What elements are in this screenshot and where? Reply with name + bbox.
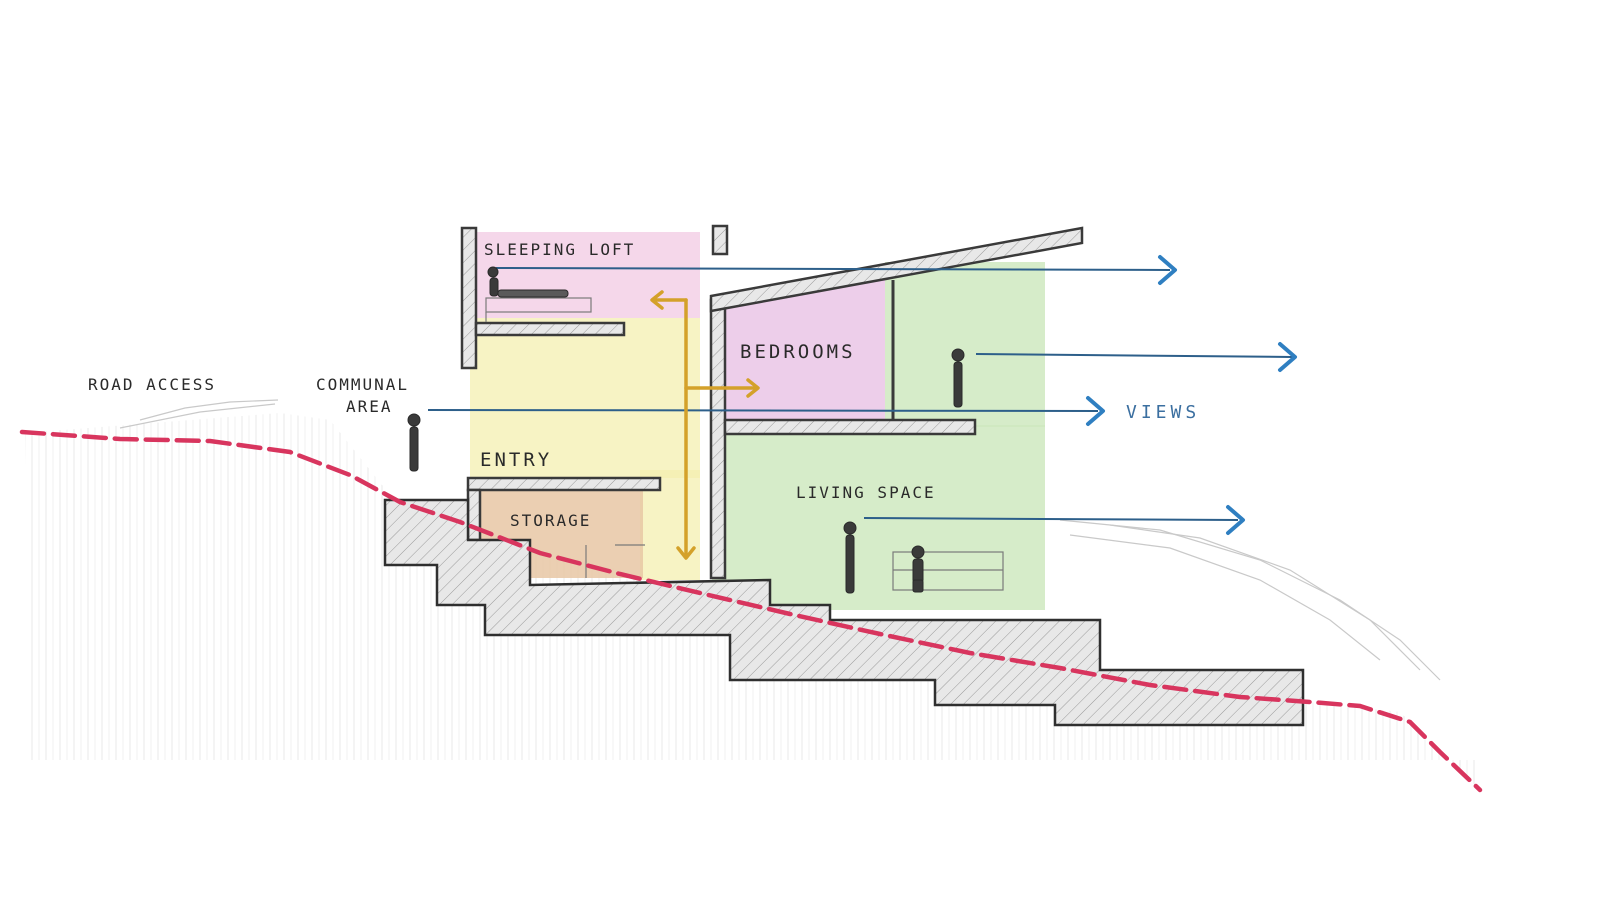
bedrooms-label: BEDROOMS xyxy=(740,341,856,363)
circulation-arrow-right-icon xyxy=(746,378,760,398)
view-lines xyxy=(427,267,1293,521)
interior-sketch xyxy=(485,297,1004,591)
road-access-label: ROAD ACCESS xyxy=(88,375,216,394)
living-zone-upper xyxy=(885,262,1045,427)
view-line-living xyxy=(863,517,1239,521)
person-loft-reclining-icon xyxy=(487,266,569,298)
views-label: VIEWS xyxy=(1126,402,1200,423)
sleeping-loft-label: SLEEPING LOFT xyxy=(484,240,635,259)
circulation-arrow-left-icon xyxy=(650,290,664,310)
view-line-bedroom xyxy=(975,353,1293,358)
terrain-line xyxy=(19,429,1483,793)
circulation-arrows xyxy=(650,290,760,560)
person-living-seated-icon xyxy=(911,545,925,593)
storage-label: STORAGE xyxy=(510,511,591,530)
sleeping-loft-zone xyxy=(470,232,700,318)
person-communal-icon xyxy=(407,413,421,472)
view-line-loft xyxy=(495,267,1171,271)
view-arrowheads xyxy=(1086,255,1297,535)
view-arrow-loft-icon xyxy=(1158,255,1177,285)
view-arrow-living-icon xyxy=(1226,505,1245,535)
view-line-communal xyxy=(427,409,1099,412)
person-living-standing-icon xyxy=(843,521,857,594)
living-space-label: LIVING SPACE xyxy=(796,483,936,502)
person-bedroom-icon xyxy=(951,348,965,408)
communal-area-label-line1: COMMUNAL xyxy=(316,375,409,394)
circulation-zone xyxy=(470,318,700,478)
communal-area-label-line2: AREA xyxy=(346,397,393,416)
circulation-arrow-down-icon xyxy=(676,546,696,560)
landscape-sketch-lines xyxy=(119,399,1441,681)
view-arrow-bedroom-icon xyxy=(1278,342,1297,372)
entry-label: ENTRY xyxy=(480,449,552,471)
view-arrow-communal-icon xyxy=(1086,396,1105,426)
people-figures xyxy=(407,266,965,594)
